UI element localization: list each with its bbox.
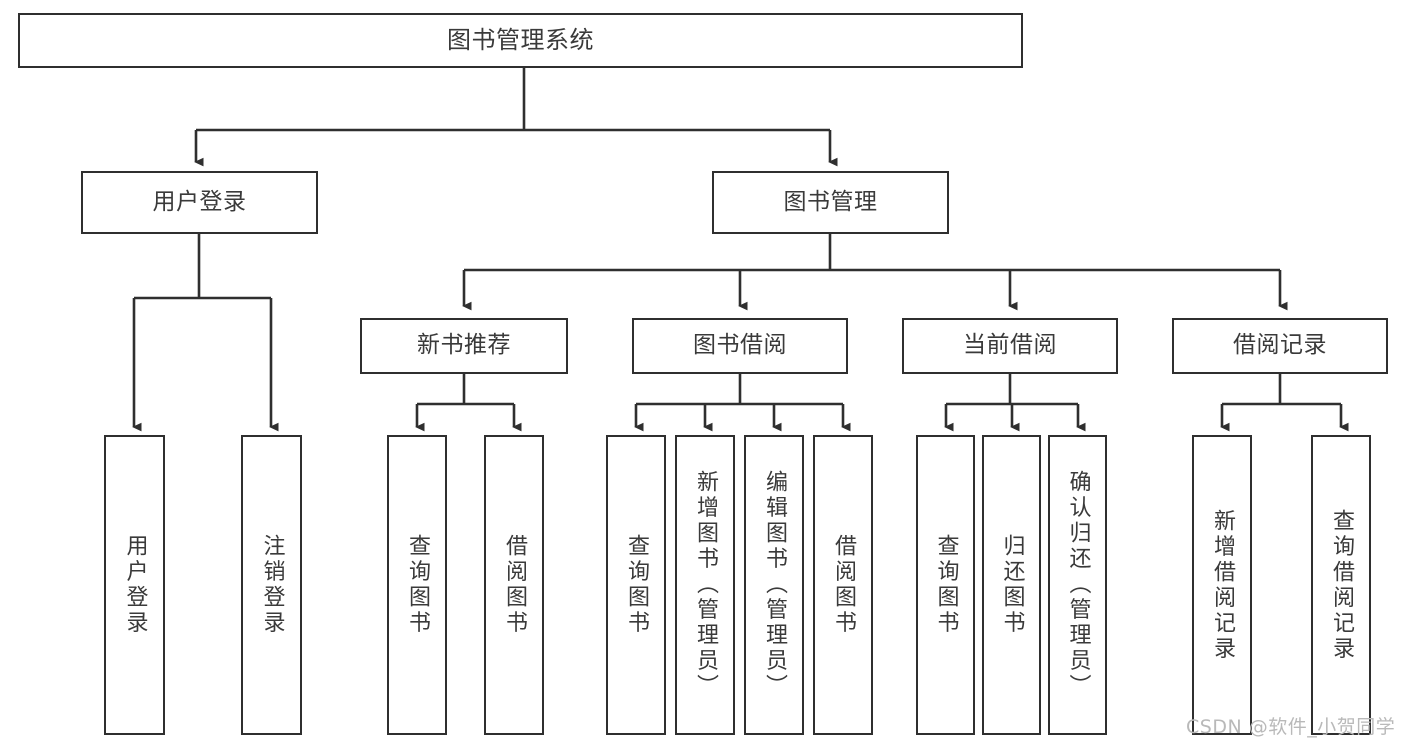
leaf-label: 查询图书 — [623, 534, 649, 636]
leaf-borrow-borrow-book[interactable]: 借阅图书 — [813, 435, 873, 735]
leaf-label: 新增图书（管理员） — [692, 470, 718, 700]
leaf-new-book-query[interactable]: 查询图书 — [387, 435, 447, 735]
leaf-new-book-borrow[interactable]: 借阅图书 — [484, 435, 544, 735]
leaf-label: 新增借阅记录 — [1209, 508, 1235, 662]
leaf-label: 借阅图书 — [501, 534, 527, 636]
leaf-borrow-add-book-admin[interactable]: 新增图书（管理员） — [675, 435, 735, 735]
leaf-label: 借阅图书 — [830, 534, 856, 636]
node-book-management[interactable]: 图书管理 — [712, 171, 949, 234]
leaf-current-query-book[interactable]: 查询图书 — [916, 435, 975, 735]
leaf-borrow-edit-book-admin[interactable]: 编辑图书（管理员） — [744, 435, 804, 735]
node-book-borrow[interactable]: 图书借阅 — [632, 318, 848, 374]
leaf-user-login-login[interactable]: 用户登录 — [104, 435, 165, 735]
node-current-borrow[interactable]: 当前借阅 — [902, 318, 1118, 374]
leaf-record-add-record[interactable]: 新增借阅记录 — [1192, 435, 1252, 735]
leaf-current-confirm-return-admin[interactable]: 确认归还（管理员） — [1048, 435, 1107, 735]
leaf-label: 用户登录 — [122, 534, 148, 636]
leaf-label: 确认归还（管理员） — [1065, 470, 1091, 700]
leaf-current-return-book[interactable]: 归还图书 — [982, 435, 1041, 735]
leaf-borrow-query-book[interactable]: 查询图书 — [606, 435, 666, 735]
node-user-login[interactable]: 用户登录 — [81, 171, 318, 234]
node-new-book-recommend[interactable]: 新书推荐 — [360, 318, 568, 374]
node-root-system[interactable]: 图书管理系统 — [18, 13, 1023, 68]
leaf-label: 归还图书 — [999, 534, 1025, 636]
csdn-watermark: CSDN @软件_小贺同学 — [1186, 716, 1396, 738]
leaf-label: 查询图书 — [933, 534, 959, 636]
leaf-user-login-logout[interactable]: 注销登录 — [241, 435, 302, 735]
leaf-label: 编辑图书（管理员） — [761, 470, 787, 700]
leaf-label: 查询借阅记录 — [1328, 508, 1354, 662]
leaf-record-query-record[interactable]: 查询借阅记录 — [1311, 435, 1371, 735]
leaf-label: 注销登录 — [259, 534, 285, 636]
node-borrow-record[interactable]: 借阅记录 — [1172, 318, 1388, 374]
leaf-label: 查询图书 — [404, 534, 430, 636]
